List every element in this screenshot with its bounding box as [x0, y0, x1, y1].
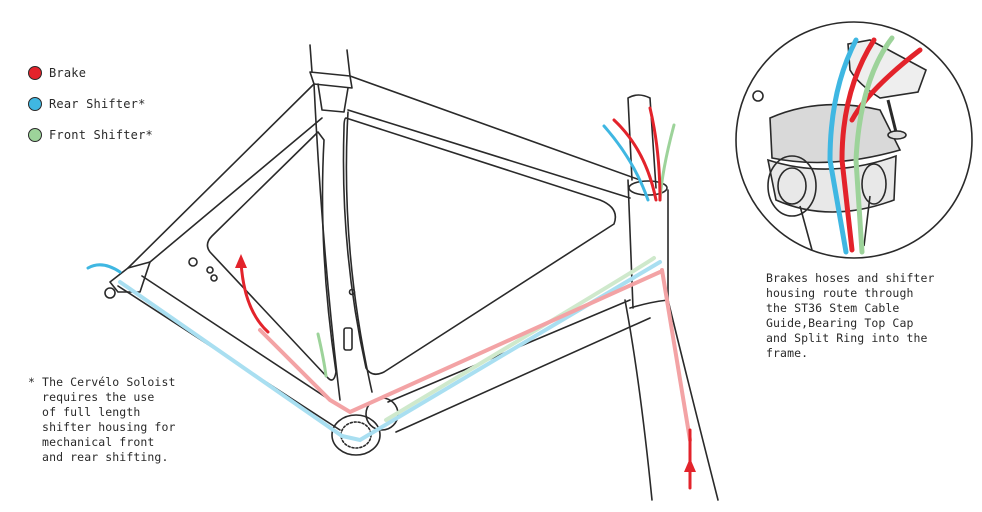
- seat-clamp: [317, 83, 349, 113]
- seat-post-outline: [309, 44, 353, 89]
- legend: Brake Rear Shifter* Front Shifter*: [28, 62, 153, 155]
- derailleur-mount-2: [206, 266, 214, 274]
- legend-item-rear-shifter: Rear Shifter*: [28, 93, 153, 114]
- front-shifter-internal: [384, 256, 656, 422]
- footnote: * The Cervélo Soloist requires the use o…: [28, 375, 176, 464]
- spacer-bolt: [752, 90, 764, 102]
- bottom-bracket-shell: [331, 414, 381, 456]
- brake-cable: [239, 106, 662, 334]
- front-triangle-window: [342, 117, 617, 376]
- seat-stay-outline: [127, 83, 323, 269]
- zoom-rear-shifter: [827, 37, 859, 255]
- legend-item-front-shifter: Front Shifter*: [28, 124, 153, 145]
- bearing-ring: [767, 155, 817, 217]
- seat-tube-outline: [313, 83, 373, 401]
- front-shifter-swatch: [28, 127, 42, 142]
- headset-cap: [769, 103, 902, 164]
- cable-port: [343, 327, 353, 351]
- brake-arrow-fork: [684, 458, 696, 472]
- brake-arrow-rear: [235, 254, 247, 268]
- guide-bolt: [886, 99, 898, 133]
- derailleur-mount-1: [188, 257, 198, 267]
- rear-shifter-internal: [118, 260, 662, 443]
- legend-label: Front Shifter*: [49, 127, 153, 142]
- head-tube-top: [628, 180, 668, 196]
- rear-triangle-window: [206, 131, 337, 381]
- water-bottle-bolt: [348, 288, 356, 296]
- brake-swatch: [28, 65, 42, 80]
- fork-outline: [624, 299, 719, 501]
- bolt-head: [887, 130, 907, 140]
- bearing-ring-inner: [777, 167, 807, 205]
- zoom-front-shifter: [853, 35, 895, 255]
- down-tube-outline: [387, 299, 651, 433]
- brake-internal: [258, 268, 692, 442]
- rear-shifter-swatch: [28, 96, 42, 111]
- front-shifter-cable: [316, 123, 676, 378]
- zoom-detail: [735, 21, 973, 259]
- top-tube-outline: [347, 75, 641, 199]
- rear-axle-hole: [104, 287, 116, 299]
- rear-shifter-cable: [86, 124, 650, 274]
- bearing-ring-right: [861, 163, 887, 205]
- zoom-brake: [839, 37, 923, 253]
- legend-item-brake: Brake: [28, 62, 153, 83]
- legend-label: Brake: [49, 65, 87, 80]
- derailleur-mount-3: [210, 274, 218, 282]
- callout-text: Brakes hoses and shifter housing route t…: [766, 271, 935, 360]
- legend-label: Rear Shifter*: [49, 96, 146, 111]
- rear-dropout: [109, 261, 151, 293]
